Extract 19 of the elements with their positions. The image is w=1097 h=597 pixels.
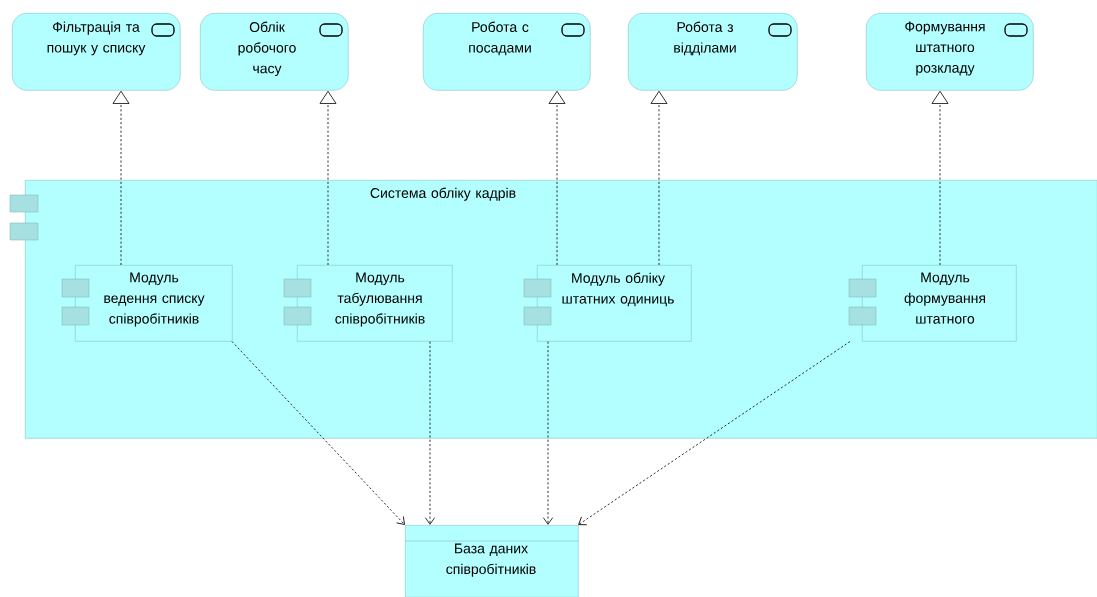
module-component-box: Модуль ведення списку співробітників [75,265,233,342]
module-component-box: Модуль табулювання співробітників [297,265,453,342]
service-box: Фільтрація та пошук у списку [12,13,181,91]
module-component-box: Модуль формування штатного [862,265,1017,342]
arrow [424,341,436,525]
database-box: База даних співробітників [404,525,579,597]
service-box: Облік робочого часу [200,13,349,91]
module-component-box: Модуль обліку штатних одиниць [537,265,692,342]
arrow [231,341,405,525]
service-box: Робота з відділами [628,13,798,91]
arrow [548,90,566,266]
arrow [931,90,949,266]
service-box: Робота с посадами [423,13,591,91]
service-box: Формування штатного розкладу [866,13,1034,91]
arrow [319,90,337,266]
arrow [542,341,554,525]
arrow [112,90,130,266]
arrow [650,90,668,266]
arrow [578,341,851,526]
